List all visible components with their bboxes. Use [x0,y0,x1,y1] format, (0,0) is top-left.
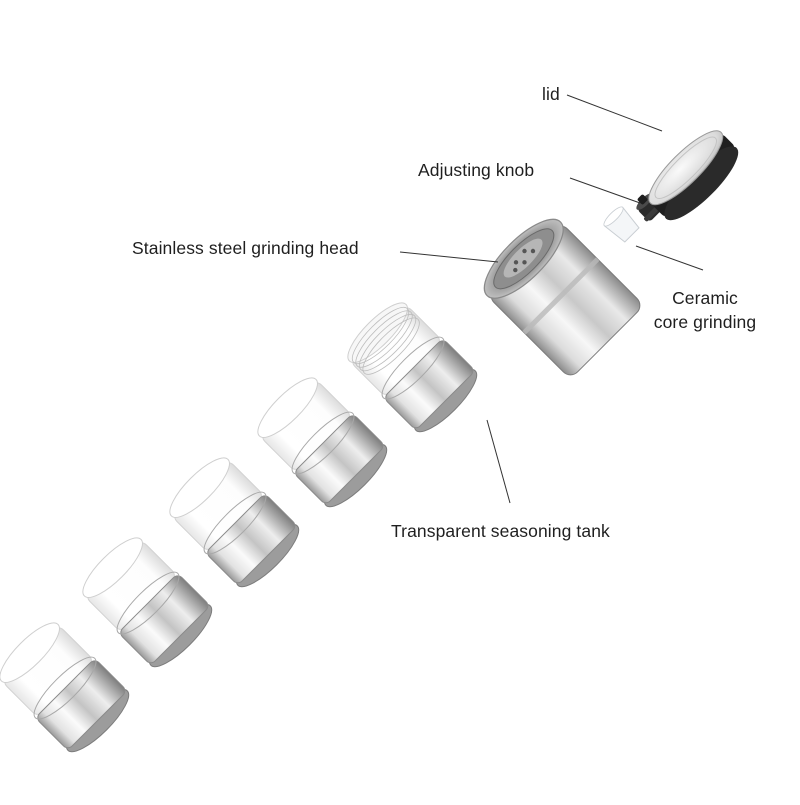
seasoning-tank [82,537,213,668]
label-ceramic-line-1: Ceramic [672,288,738,308]
leader-lines [399,94,704,504]
label-grinding-head: Stainless steel grinding head [132,238,359,258]
label-ceramic-core: Ceramic core grinding [645,286,765,334]
label-ceramic-line-2: core grinding [653,312,757,332]
leader-line-lid [566,94,663,132]
leader-line-ceramic [635,245,704,271]
leader-line-knob [569,177,641,204]
leader-line-tank [486,419,511,504]
seasoning-tanks [0,302,478,753]
ceramic-core [603,206,640,243]
grinding-head [483,218,641,376]
seasoning-tank [347,302,478,433]
seasoning-tank [257,377,388,508]
label-seasoning-tank: Transparent seasoning tank [391,521,610,541]
seasoning-tank [0,622,130,753]
lid [648,130,739,221]
seasoning-tank [169,457,300,588]
leader-line-head [399,251,499,263]
label-adjusting-knob: Adjusting knob [418,160,535,180]
label-lid: lid [542,84,560,104]
